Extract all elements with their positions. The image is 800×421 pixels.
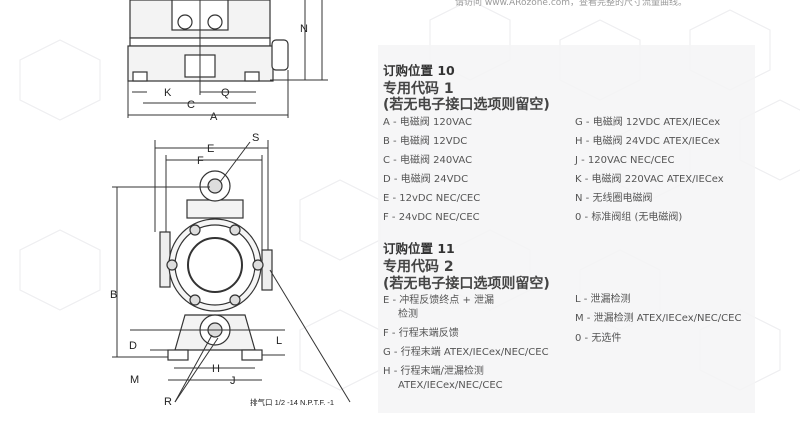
dim-label-e: E (207, 143, 214, 155)
option-line1: F - 行程末端反馈 (383, 328, 459, 339)
section11-heading: 订购位置 11 (383, 241, 455, 256)
option-item: M - 泄漏检测 ATEX/IECex/NEC/CEC (575, 313, 742, 324)
pump-dimension-drawing: K C Q A N E F S (110, 0, 351, 408)
top-note: 请访问 www.ARozone.com，查看完整的尺寸流量曲线。 (455, 0, 688, 8)
option-line2: 检测 (398, 309, 418, 320)
dim-label-a: A (210, 111, 218, 123)
dim-label-n: N (300, 23, 308, 35)
option-item: H - 行程末端/泄漏检测 ATEX/IECex/NEC/CEC (383, 365, 503, 393)
section10-heading: 订购位置 10 (383, 63, 455, 78)
section10-subheading: 专用代码 1 (383, 81, 454, 97)
option-item: J - 120VAC NEC/CEC (575, 155, 675, 166)
ordering-options-panel (378, 45, 755, 413)
option-item: N - 无线圈电磁阀 (575, 193, 653, 204)
option-line1: E - 冲程反馈终点 + 泄漏 (383, 295, 495, 306)
option-item: K - 电磁阀 220VAC ATEX/IECex (575, 174, 724, 185)
dim-label-h: H (212, 363, 220, 375)
option-item: E - 12vDC NEC/CEC (383, 193, 481, 204)
dim-label-q: Q (221, 87, 230, 99)
section10-note: (若无电子接口选项则留空) (383, 97, 550, 113)
option-item: 0 - 标准阀组 (无电磁阀) (575, 212, 683, 223)
option-line2: ATEX/IECex/NEC/CEC (398, 380, 503, 391)
option-item: D - 电磁阀 24VDC (383, 174, 469, 185)
dim-label-f: F (197, 155, 204, 167)
option-item: G - 电磁阀 12VDC ATEX/IECex (575, 117, 721, 128)
front-dimension-lines (112, 140, 351, 403)
option-item: 0 - 无选件 (575, 333, 622, 344)
option-item: B - 电磁阀 12VDC (383, 136, 468, 147)
option-line1: G - 行程末端 ATEX/IECex/NEC/CEC (383, 347, 549, 358)
dim-label-d: D (129, 340, 137, 352)
front-view-drawing (159, 170, 273, 361)
dim-label-k: K (164, 87, 172, 99)
dim-label-j: J (230, 375, 236, 387)
section11-subheading: 专用代码 2 (383, 259, 454, 275)
dim-label-b: B (110, 289, 117, 301)
option-item: E - 冲程反馈终点 + 泄漏 检测 (383, 294, 494, 322)
exhaust-port-label: 排气口 1/2 -14 N.P.T.F. -1 (250, 397, 334, 407)
option-item: F - 24vDC NEC/CEC (383, 212, 480, 223)
dim-label-l: L (276, 335, 282, 347)
dim-label-r: R (164, 396, 172, 408)
dim-label-c: C (187, 99, 195, 111)
top-view-drawing (127, 0, 289, 82)
option-line1: H - 行程末端/泄漏检测 (383, 366, 484, 377)
option-item: H - 电磁阀 24VDC ATEX/IECex (575, 136, 720, 147)
dim-label-s: S (252, 132, 259, 144)
option-item: G - 行程末端 ATEX/IECex/NEC/CEC (383, 346, 549, 360)
top-dimension-lines (127, 0, 328, 118)
option-item: L - 泄漏检测 (575, 294, 631, 305)
dim-label-m: M (130, 374, 139, 386)
option-item: F - 行程末端反馈 (383, 327, 459, 341)
section11-note: (若无电子接口选项则留空) (383, 276, 550, 292)
option-item: A - 电磁阀 120VAC (383, 117, 472, 128)
option-item: C - 电磁阀 240VAC (383, 155, 473, 166)
